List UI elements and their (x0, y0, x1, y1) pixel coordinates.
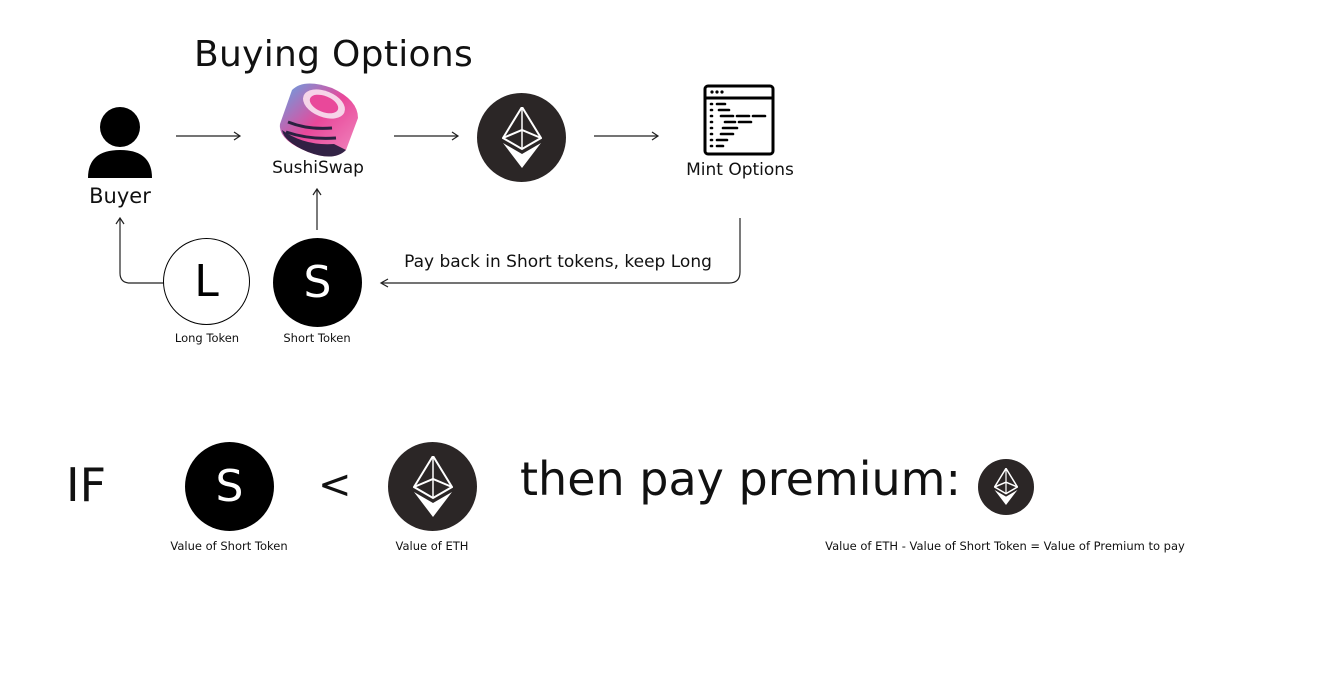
short-token-caption: Short Token (283, 331, 351, 345)
arrow-long-to-buyer (115, 216, 164, 284)
sushiswap-logo-icon (279, 83, 358, 157)
payback-label: Pay back in Short tokens, keep Long (404, 252, 712, 272)
short-token-value-icon: S (185, 442, 274, 531)
long-token-caption: Long Token (174, 331, 240, 345)
ethereum-icon (412, 455, 453, 517)
arrow-buyer-to-sushiswap (176, 131, 242, 141)
arrow-eth-to-mint (594, 131, 660, 141)
sushiswap-label: SushiSwap (272, 158, 364, 178)
short-token-value-letter: S (215, 461, 244, 512)
short-token-icon: S (273, 238, 362, 327)
ethereum-icon (994, 468, 1018, 505)
eth-value-caption: Value of ETH (395, 539, 469, 553)
long-token-icon: L (163, 238, 250, 325)
mint-options-label: Mint Options (686, 160, 794, 180)
user-icon (88, 107, 152, 178)
short-value-caption: Value of Short Token (170, 539, 288, 553)
eth-value-node (388, 442, 477, 531)
arrow-short-to-sushiswap (312, 187, 322, 230)
then-pay-premium-label: then pay premium: (520, 452, 961, 506)
ethereum-icon (501, 106, 542, 168)
arrow-mint-to-short (379, 218, 741, 288)
diagram-title: Buying Options (194, 34, 474, 75)
if-label: IF (66, 458, 107, 512)
long-token-letter: L (194, 256, 219, 307)
short-token-letter: S (303, 257, 332, 308)
less-than-operator: < (318, 462, 352, 508)
premium-eth-node (978, 459, 1034, 515)
eth-node (477, 93, 566, 182)
premium-caption: Value of ETH - Value of Short Token = Va… (825, 539, 1185, 553)
arrow-sushiswap-to-eth (394, 131, 460, 141)
buyer-label: Buyer (89, 184, 151, 208)
code-window-icon (703, 84, 775, 156)
